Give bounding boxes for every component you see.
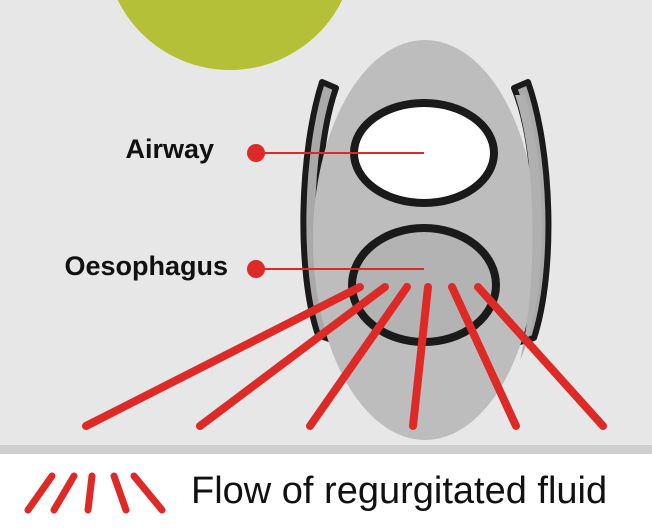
legend-text: Flow of regurgitated fluid: [191, 470, 607, 513]
oesophagus-pointer-dot: [247, 260, 265, 278]
legend-divider: [0, 445, 652, 454]
red-flow-lines-icon: [22, 468, 174, 518]
diagram-panel: Airway Oesophagus: [0, 0, 652, 445]
airway-label: Airway: [125, 134, 214, 165]
larynx-diagram: [0, 0, 652, 445]
airway-pointer-dot: [247, 144, 265, 162]
green-circle-shape: [105, 0, 355, 70]
legend: Flow of regurgitated fluid: [0, 454, 652, 532]
oesophagus-label: Oesophagus: [64, 251, 228, 282]
